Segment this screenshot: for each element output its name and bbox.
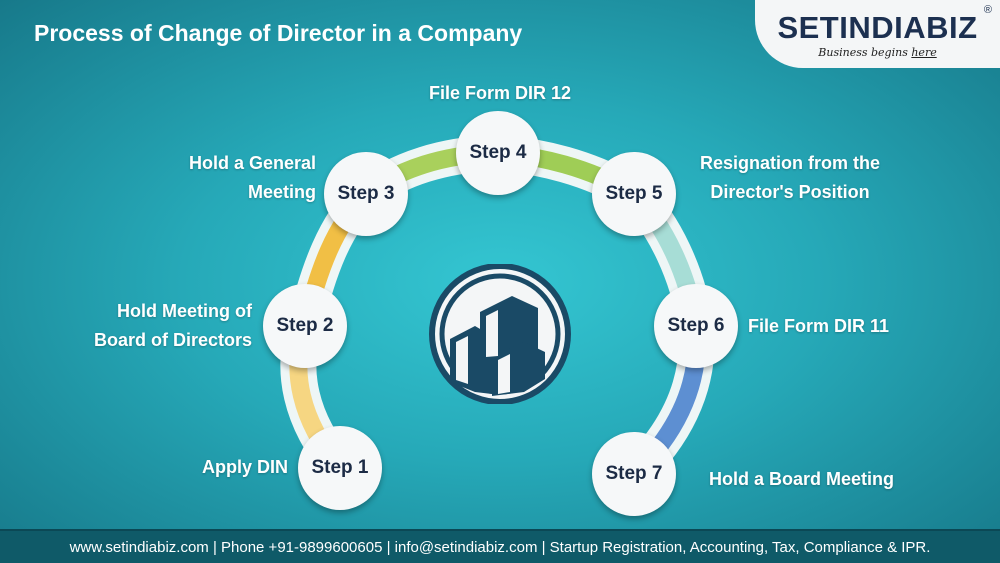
step-5-text: Resignation from the Director's Position — [699, 153, 880, 202]
step-7: Step 7 — [592, 432, 676, 516]
logo-tagline: Business begins here — [755, 46, 1000, 59]
footer-contact: www.setindiabiz.com | Phone +91-98996006… — [0, 529, 1000, 563]
page-title: Process of Change of Director in a Compa… — [34, 20, 523, 46]
step-5: Step 5 — [592, 152, 676, 236]
step-4: Step 4 — [456, 111, 540, 195]
registered-mark: ® — [983, 4, 992, 16]
step-6-text: File Form DIR 11 — [748, 316, 890, 336]
logo-brand: SETINDIABIZ — [777, 10, 978, 45]
tagline-emphasis: here — [911, 46, 937, 59]
step-7-text: Hold a Board Meeting — [709, 469, 895, 489]
step-1-text: Apply DIN — [201, 457, 288, 477]
buildings-icon — [429, 264, 571, 404]
step-2-text: Hold Meeting of Board of Directors — [93, 301, 252, 350]
step-3: Step 3 — [324, 152, 408, 236]
step-1: Step 1 — [298, 426, 382, 510]
step-3-text: Hold a General Meeting — [188, 153, 316, 202]
step-6: Step 6 — [654, 284, 738, 368]
step-2: Step 2 — [263, 284, 347, 368]
step-4-text: File Form DIR 12 — [428, 83, 572, 103]
logo: SETINDIABIZ ® Business begins here — [755, 0, 1000, 68]
tagline-text: Business begins — [818, 46, 912, 59]
